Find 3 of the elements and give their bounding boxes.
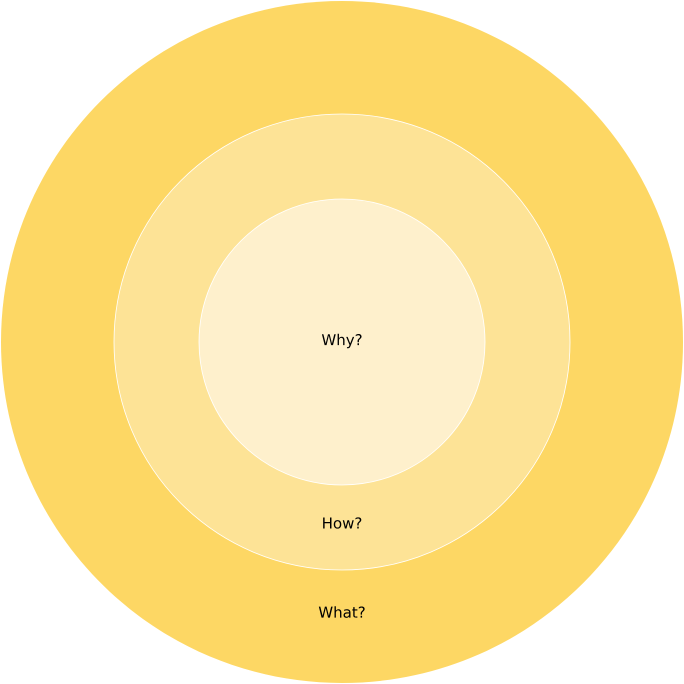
layer-label: What? xyxy=(318,606,365,618)
layer-label: How? xyxy=(323,517,362,529)
layer-label: Why? xyxy=(322,334,362,348)
